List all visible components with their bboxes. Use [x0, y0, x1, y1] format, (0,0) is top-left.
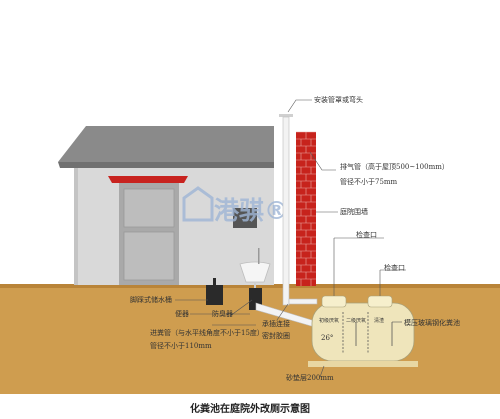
tank-tag-1: 初级厌氧 — [319, 317, 339, 324]
toilet-bowl — [239, 261, 271, 283]
inspection-port-1 — [321, 295, 347, 308]
door-panel-bottom — [123, 231, 175, 281]
septic-tank: 初级厌氧 二级厌氧 清渣 26° — [311, 295, 415, 362]
label-inlet-pipe: 进粪管（与水平线角度不小于15度） — [150, 328, 264, 337]
brick-wall — [296, 131, 316, 286]
brand-watermark: 港骐® — [182, 186, 289, 225]
label-exhaust-pipe: 排气管（高于屋顶500~100mm） — [340, 162, 449, 171]
door-awning — [108, 176, 188, 183]
label-tank-type: 模压玻璃钢化粪池 — [404, 318, 460, 327]
label-vent-cap: 安装管罩或弯头 — [314, 95, 363, 104]
label-socket-joint-1: 承插连接 — [262, 319, 290, 328]
label-squat-toilet: 脚踩式储水桶 — [130, 295, 172, 304]
exhaust-pipe-horizontal — [288, 298, 318, 305]
watermark-logo — [182, 186, 214, 222]
watermark-text: 港骐® — [214, 196, 289, 225]
label-inspection-port-1: 检查口 — [356, 230, 377, 239]
label-inspection-port-2: 检查口 — [384, 263, 405, 272]
label-exhaust-diameter: 管径不小于75mm — [340, 177, 398, 186]
ground-shade — [0, 284, 500, 288]
label-sand-layer: 砂垫层200mm — [286, 373, 334, 382]
house-wall-side — [74, 168, 78, 285]
label-odor-trap: 防臭器 — [212, 309, 233, 318]
sand-layer — [308, 361, 418, 367]
diagram-caption: 化粪池在庭院外改厕示意图 — [190, 402, 310, 415]
door-panel-top — [123, 188, 175, 228]
inspection-port-2 — [367, 295, 393, 308]
label-socket-joint-2: 密封胶圈 — [262, 331, 290, 340]
house-window — [233, 208, 257, 228]
label-courtyard-wall: 庭院围墙 — [340, 207, 368, 216]
label-toilet: 便器 — [175, 309, 189, 318]
angle-label: 26° — [321, 334, 333, 342]
vent-cap-bar — [279, 114, 293, 117]
tank-tag-2: 二级厌氧 — [346, 317, 366, 324]
water-bucket — [206, 285, 223, 305]
bucket-handle — [213, 278, 216, 286]
tank-tag-3: 清渣 — [374, 317, 384, 324]
label-inlet-diameter: 管径不小于110mm — [150, 341, 212, 350]
house-roof — [58, 126, 274, 162]
exhaust-pipe — [282, 116, 290, 306]
house-roof-edge — [58, 162, 274, 168]
flush-valve — [258, 248, 260, 264]
